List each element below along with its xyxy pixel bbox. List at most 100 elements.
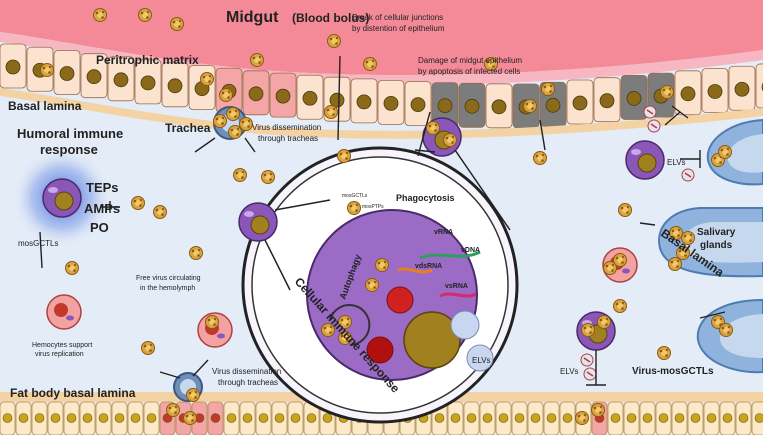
fat-body-cell — [127, 401, 144, 435]
virus-particle-icon — [719, 323, 733, 337]
epithelial-cell — [431, 82, 459, 127]
virus-particle-icon — [213, 114, 227, 128]
trachea-label: Trachea — [165, 121, 211, 135]
fat-body-cell — [495, 401, 512, 435]
fat-body-cell — [719, 401, 736, 435]
fat-body-cell — [191, 401, 208, 435]
vsrna-strand — [439, 292, 477, 298]
virus-particle-icon — [347, 201, 361, 215]
virus-particle-icon — [250, 53, 264, 67]
peritrophic-label: Peritrophic matrix — [96, 53, 199, 67]
virus-particle-icon — [523, 99, 537, 113]
fat-body-cell — [479, 401, 496, 435]
fat-body-cell — [607, 401, 624, 435]
virus-mosgctls-label: Virus-mosGCTLs — [632, 366, 714, 377]
virus-particle-icon — [324, 105, 338, 119]
virus-particle-icon — [363, 57, 377, 71]
arrows — [39, 55, 726, 386]
virus-dissem-bot-line1: Virus dissemination — [212, 367, 281, 376]
epithelial-cell — [161, 62, 189, 108]
damage-line1: Damage of midgut epithelium — [418, 56, 522, 65]
elv-icon — [681, 168, 695, 182]
virus-particle-icon — [613, 299, 627, 313]
elvs-right-label: ELVs — [667, 158, 686, 167]
elv-icon — [583, 367, 597, 381]
midgut-title: Midgut — [226, 9, 279, 26]
epithelial-cell — [755, 63, 763, 109]
virus-particle-icon — [597, 315, 611, 329]
vrna-label: vRNA — [434, 229, 453, 236]
virus-particle-icon — [228, 125, 242, 139]
virus-particle-icon — [591, 403, 605, 417]
humoral-title-line2: response — [40, 142, 98, 157]
virus-particle-icon — [337, 149, 351, 163]
elvs-bottom-label: ELVs — [560, 367, 579, 376]
virus-particle-icon — [183, 411, 197, 425]
virus-dissem-top-line2: through tracheas — [258, 134, 318, 143]
autophagosome-2 — [366, 336, 394, 364]
virus-particle-icon — [533, 151, 547, 165]
virus-particle-icon — [65, 261, 79, 275]
fat-body-cell — [655, 401, 672, 435]
break-junctions-line2: by distention of epithelium — [352, 24, 445, 33]
epithelial-cell — [0, 43, 27, 89]
epithelial-cell — [377, 79, 405, 125]
virus-particle-icon — [375, 258, 389, 272]
fat-body-cell — [463, 401, 480, 435]
vdsrna-strand — [397, 267, 433, 274]
zoom-connector-top — [414, 149, 436, 153]
virus-particle-icon — [219, 88, 233, 102]
fat-body-cell — [671, 401, 688, 435]
zoom-connector-left-bottom — [264, 239, 291, 291]
virus-particle-icon — [718, 145, 732, 159]
epithelial-cell — [107, 56, 135, 102]
inner-elv — [450, 310, 480, 340]
virus-particle-icon — [138, 8, 152, 22]
inner-elv-2 — [466, 344, 494, 372]
epithelial-cell — [269, 72, 297, 118]
elv-icon — [647, 119, 661, 133]
epithelial-cell — [80, 53, 108, 99]
virus-particle-icon — [93, 8, 107, 22]
virus-particle-icon — [443, 133, 457, 147]
hemocytes-support-line1: Hemocytes support — [32, 342, 92, 349]
fat-body-cell — [751, 401, 763, 435]
damage-line2: by apoptosis of infected cells — [418, 67, 520, 76]
teps-label: TEPs — [86, 180, 119, 195]
fat-body-cell — [111, 401, 128, 435]
hemocyte-left-center — [238, 202, 278, 242]
epithelial-cell — [620, 75, 648, 120]
blood-bolus-label: (Blood bolus) — [292, 11, 369, 25]
epithelial-cell — [674, 70, 702, 116]
fat-body-cell — [703, 401, 720, 435]
autophagosome-1 — [386, 286, 414, 314]
vsrna-label: vsRNA — [445, 283, 468, 290]
mosgctls-left-label: mosGCTLs — [18, 239, 58, 248]
fat-body-cell — [543, 401, 560, 435]
fat-body-cell — [239, 401, 256, 435]
zoom-connector-left — [274, 199, 331, 211]
virus-particle-icon — [426, 121, 440, 135]
virus-particle-icon — [141, 341, 155, 355]
amps-label: AMPs — [84, 201, 120, 216]
virus-particle-icon — [660, 85, 674, 99]
mosptps-small-label: mosPTPs — [362, 204, 384, 210]
fat-body-cell — [223, 401, 240, 435]
epithelial-cell — [566, 79, 594, 125]
replicating-hemocyte — [46, 294, 82, 330]
virus-particle-icon — [581, 323, 595, 337]
epithelial-cell — [188, 65, 216, 111]
virus-particle-icon — [189, 246, 203, 260]
fat-body-cell — [447, 401, 464, 435]
epithelial-cell — [593, 77, 621, 123]
fat-body-cell — [687, 401, 704, 435]
virus-particle-icon — [657, 346, 671, 360]
epithelial-cell — [53, 50, 81, 95]
virus-dissem-top-line1: Virus dissemination — [252, 123, 321, 132]
virus-particle-icon — [668, 257, 682, 271]
fat-body-label: Fat body basal lamina — [10, 386, 136, 400]
break-junctions-line1: Break of cellular junctions — [352, 13, 443, 22]
salivary-gland-top — [706, 118, 763, 186]
vdsrna-label: vdsRNA — [415, 263, 442, 270]
